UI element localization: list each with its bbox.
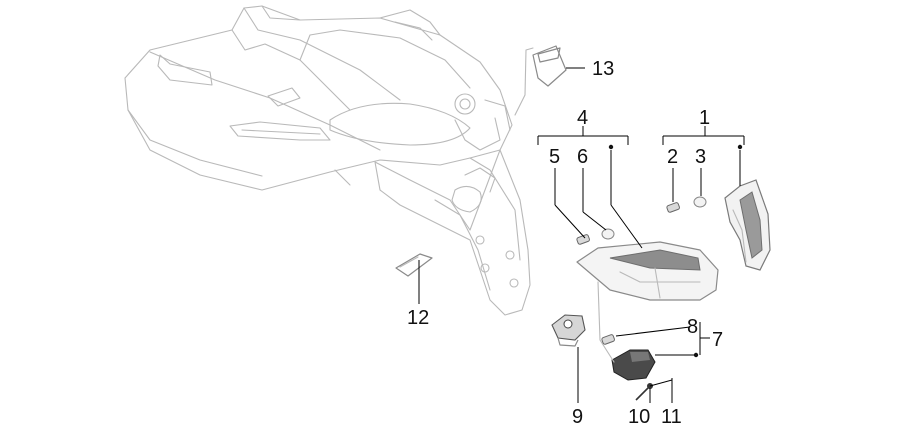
callout-labels: 13 4 1 5 6 2 3 12 8 7 9 10 11	[407, 58, 723, 428]
reference-dots	[608, 144, 743, 358]
bulbs	[576, 196, 707, 345]
callout-2: 2	[667, 146, 678, 168]
license-plate-light	[597, 281, 656, 381]
leader-lines	[418, 67, 745, 403]
callout-4: 4	[577, 107, 588, 129]
callout-11: 11	[661, 406, 682, 428]
callout-3: 3	[695, 146, 706, 168]
rear-reflector	[395, 253, 433, 277]
callout-5: 5	[549, 146, 560, 168]
callout-8: 8	[687, 316, 698, 338]
callout-9: 9	[572, 406, 583, 428]
callout-7: 7	[712, 329, 723, 351]
callout-6: 6	[577, 146, 588, 168]
tail-light-lens	[576, 241, 719, 301]
callout-12: 12	[407, 307, 429, 329]
side-light-lens	[724, 179, 771, 271]
callout-1: 1	[699, 107, 710, 129]
bulb-holder	[551, 314, 586, 347]
rear-body-panel	[124, 5, 513, 191]
rear-mudguard	[374, 149, 531, 316]
callout-10: 10	[628, 406, 650, 428]
cover-clip-part	[514, 45, 567, 116]
callout-13: 13	[592, 58, 614, 80]
